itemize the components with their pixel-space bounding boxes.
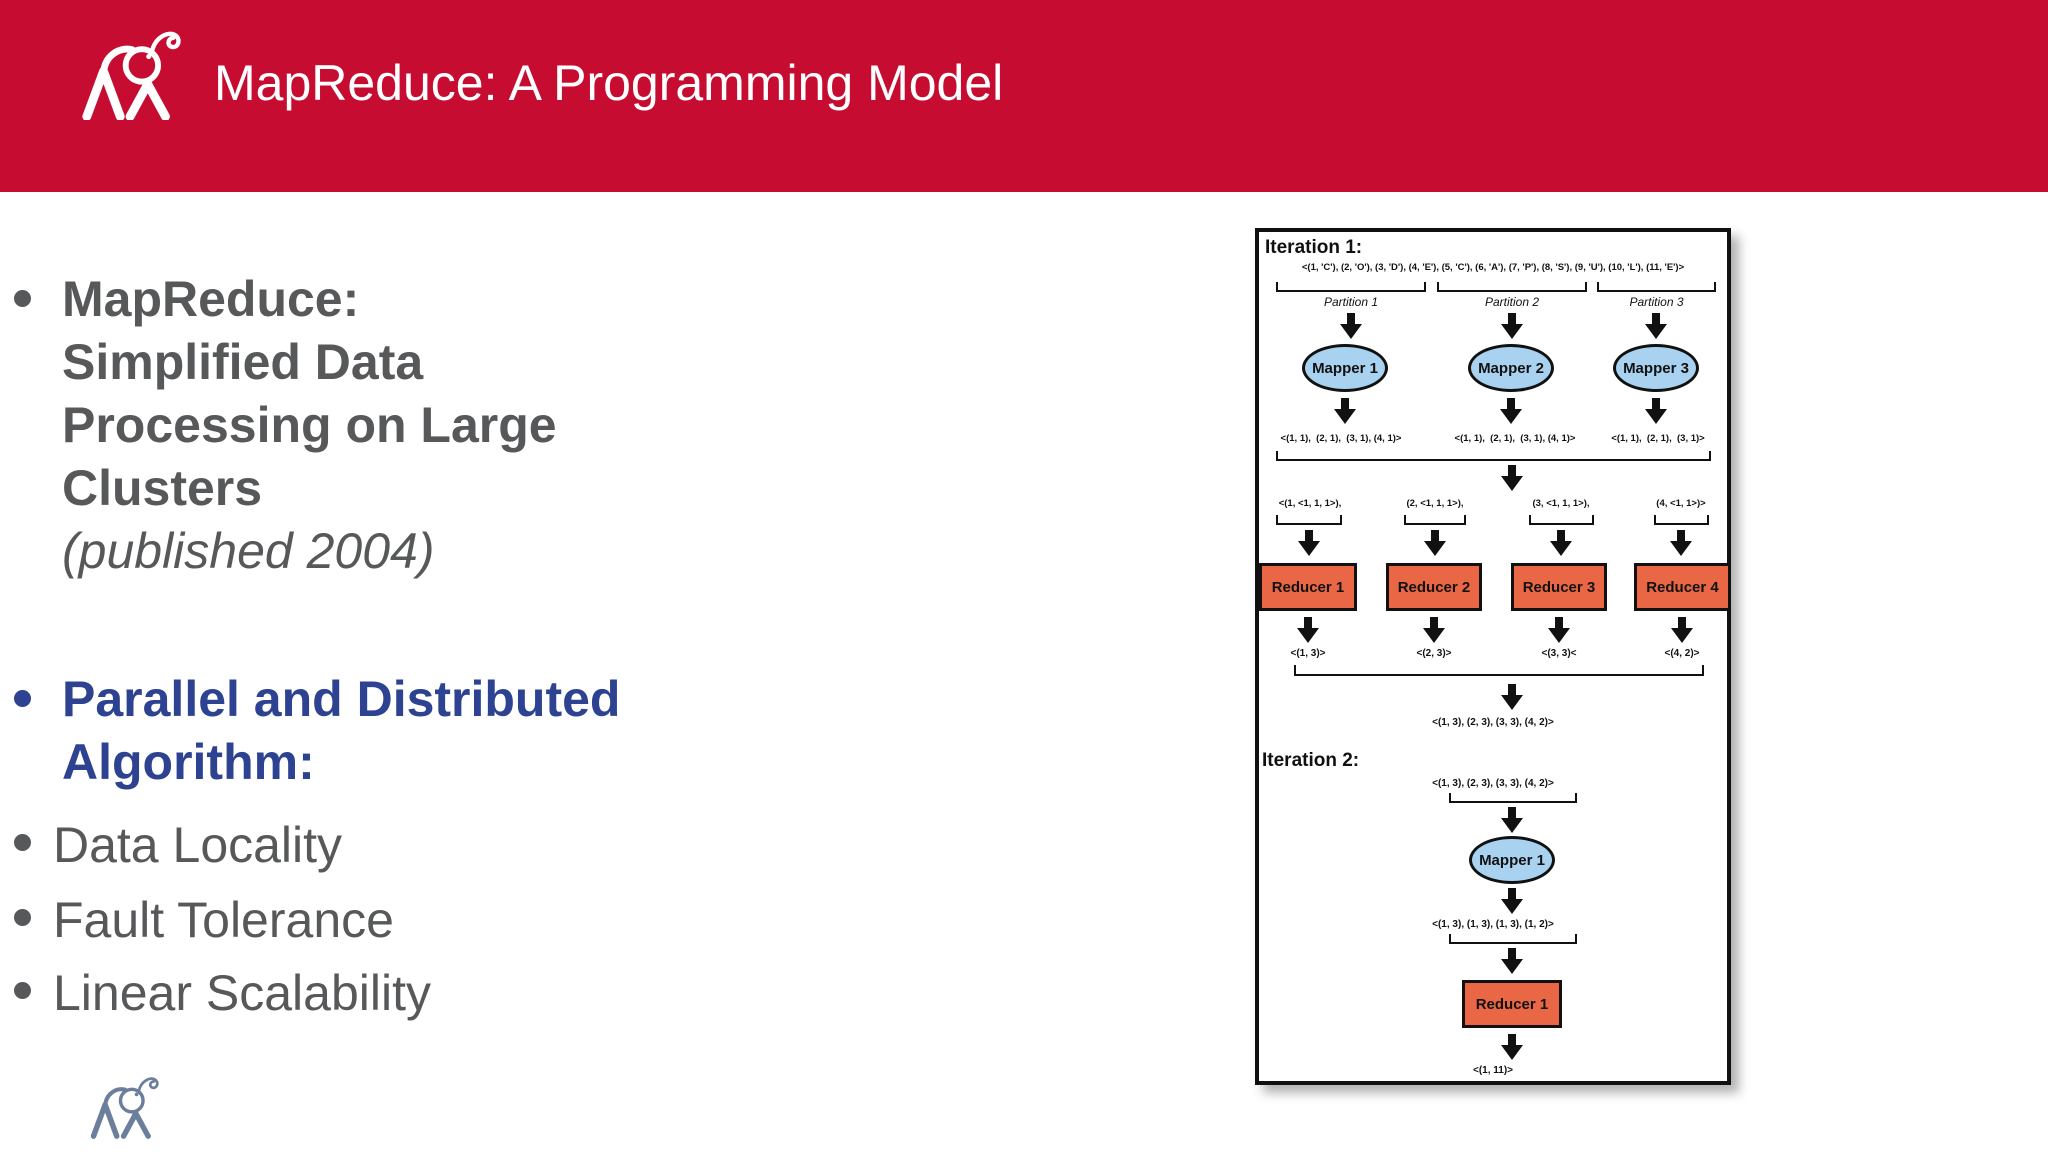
arrow-down-icon (1501, 465, 1523, 491)
arrow-down-icon (1298, 530, 1320, 556)
arrow-down-icon (1645, 398, 1667, 424)
bullet-item-parallel-distributed: Parallel and Distributed Algorithm: (14, 668, 620, 794)
bullet-dot-icon (14, 290, 31, 307)
reducer2-output: <(2, 3)> (1416, 648, 1452, 659)
hadoop-elephant-logo-icon (76, 30, 194, 126)
group1-tuple: <(1, <1, 1, 1>), (1278, 498, 1342, 509)
iteration1-label: Iteration 1: (1265, 237, 1363, 258)
reducer4-output: <(4, 2)> (1664, 648, 1700, 659)
bullet-item-linear-scalability: Linear Scalability (14, 965, 431, 1021)
partition3-label: Partition 3 (1629, 295, 1684, 309)
bullet-line: Processing on Large (62, 397, 557, 453)
arrow-down-icon (1550, 530, 1572, 556)
group4-bracket (1654, 515, 1709, 525)
iteration2-mapper-output: <(1, 3), (1, 3), (1, 3), (1, 2)> (1432, 919, 1554, 930)
arrow-down-icon (1670, 530, 1692, 556)
arrow-down-icon (1501, 684, 1523, 710)
iteration2-group-bracket (1449, 934, 1577, 944)
mapper2-node: Mapper 2 (1468, 344, 1554, 392)
iteration1-input: <(1, 'C'), (2, 'O'), (3, 'D'), (4, 'E'),… (1301, 262, 1685, 273)
mapreduce-diagram: Iteration 1: <(1, 'C'), (2, 'O'), (3, 'D… (1255, 228, 1731, 1085)
page-title: MapReduce: A Programming Model (214, 55, 1004, 111)
arrow-down-icon (1548, 617, 1570, 643)
reducer2-node: Reducer 2 (1386, 563, 1482, 611)
mapper2-output: <(1, 1), (2, 1), (3, 1), (4, 1)> (1454, 433, 1576, 444)
bullet-line: Simplified Data (62, 334, 424, 390)
arrow-down-icon (1501, 888, 1523, 914)
arrow-down-icon (1297, 617, 1319, 643)
arrow-down-icon (1501, 807, 1523, 833)
reducer3-node: Reducer 3 (1511, 563, 1607, 611)
arrow-down-icon (1501, 313, 1523, 339)
partition1-bracket (1276, 282, 1426, 292)
shuffle-bracket (1276, 451, 1711, 461)
arrow-down-icon (1334, 398, 1356, 424)
bullet-dot-icon (14, 982, 31, 999)
mapper1-output: <(1, 1), (2, 1), (3, 1), (4, 1)> (1280, 433, 1402, 444)
bullet-line: Algorithm: (62, 734, 315, 790)
partition1-label: Partition 1 (1323, 295, 1379, 309)
reducer4-node: Reducer 4 (1634, 563, 1731, 611)
arrow-down-icon (1340, 313, 1362, 339)
merge-bracket (1294, 665, 1704, 676)
partition2-label: Partition 2 (1484, 295, 1540, 309)
slide-header: MapReduce: A Programming Model (0, 0, 2048, 192)
iteration2-input: <(1, 3), (2, 3), (3, 3), (4, 2)> (1432, 778, 1554, 789)
iteration2-label: Iteration 2: (1262, 750, 1360, 771)
group1-bracket (1276, 515, 1342, 525)
bullet-text: MapReduce: Simplified Data Processing on… (62, 268, 557, 583)
bullet-text: Fault Tolerance (53, 892, 394, 948)
bullet-text: Parallel and Distributed Algorithm: (62, 668, 620, 794)
hadoop-elephant-footer-logo-icon (86, 1076, 168, 1142)
group4-tuple: (4, <1, 1>)> (1656, 498, 1706, 509)
partition3-bracket (1597, 282, 1716, 292)
iteration2-reducer-node: Reducer 1 (1462, 980, 1562, 1028)
arrow-down-icon (1423, 617, 1445, 643)
bullet-line: MapReduce: (62, 271, 360, 327)
bullet-dot-icon (14, 690, 31, 707)
mapper1-node: Mapper 1 (1302, 344, 1388, 392)
iteration2-input-bracket (1449, 793, 1577, 803)
mapper3-output: <(1, 1), (2, 1), (3, 1)> (1611, 433, 1705, 444)
published-note: (published 2004) (62, 523, 435, 579)
bullet-item-fault-tolerance: Fault Tolerance (14, 892, 394, 948)
reducer1-output: <(1, 3)> (1290, 648, 1326, 659)
group3-tuple: (3, <1, 1, 1>), (1532, 498, 1590, 509)
bullet-dot-icon (14, 834, 31, 851)
arrow-down-icon (1671, 617, 1693, 643)
group2-bracket (1404, 515, 1466, 525)
bullet-dot-icon (14, 909, 31, 926)
bullet-item-data-locality: Data Locality (14, 817, 342, 873)
bullet-text: Data Locality (53, 817, 343, 873)
arrow-down-icon (1501, 1034, 1523, 1060)
arrow-down-icon (1424, 530, 1446, 556)
bullet-text: Linear Scalability (53, 965, 431, 1021)
group2-tuple: (2, <1, 1, 1>), (1406, 498, 1464, 509)
bullet-line: Parallel and Distributed (62, 671, 621, 727)
arrow-down-icon (1501, 948, 1523, 974)
iteration2-mapper-node: Mapper 1 (1469, 836, 1555, 884)
bullet-line: Clusters (62, 460, 263, 516)
reducer3-output: <(3, 3)< (1541, 648, 1577, 659)
reducer1-node: Reducer 1 (1259, 563, 1357, 611)
final-output: <(1, 11)> (1472, 1065, 1514, 1076)
bullet-item-mapreduce-paper: MapReduce: Simplified Data Processing on… (14, 268, 557, 583)
arrow-down-icon (1500, 398, 1522, 424)
mapper3-node: Mapper 3 (1613, 344, 1699, 392)
iteration1-result: <(1, 3), (2, 3), (3, 3), (4, 2)> (1432, 717, 1554, 728)
arrow-down-icon (1645, 313, 1667, 339)
group3-bracket (1529, 515, 1594, 525)
partition2-bracket (1437, 282, 1587, 292)
